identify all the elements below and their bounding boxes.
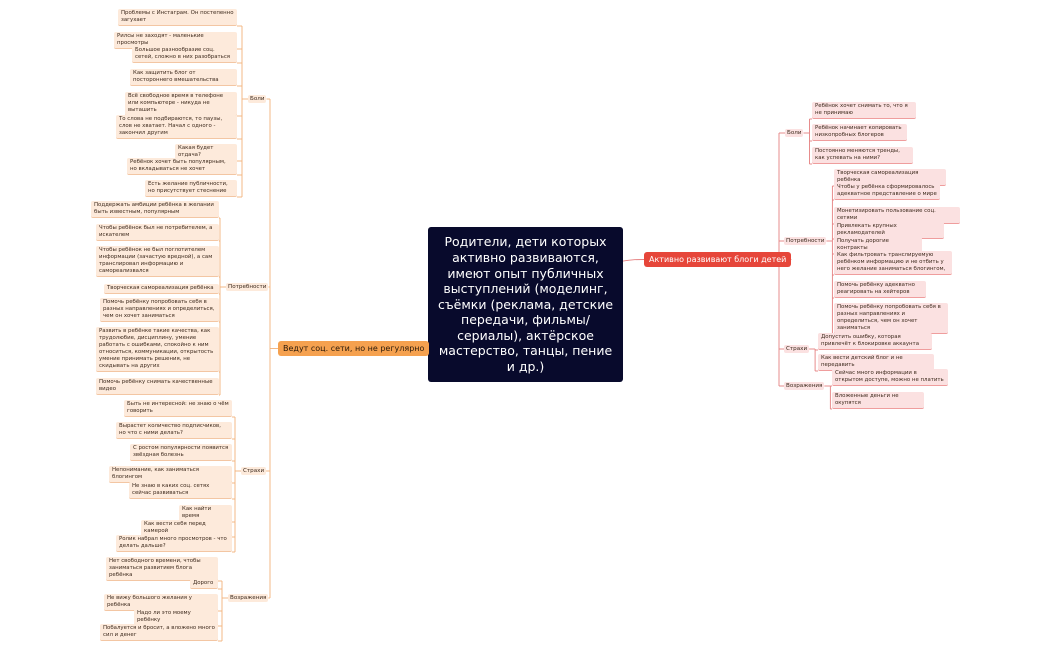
left-objections-item[interactable]: Нет свободного времени, чтобы заниматься… (106, 557, 218, 581)
right-pains-item[interactable]: Ребёнок начинает копировать низкопробных… (812, 124, 907, 141)
left-needs-item[interactable]: Помочь ребёнку попробовать себя в разных… (100, 298, 219, 322)
right-pains-item[interactable]: Ребёнок хочет снимать то, что я не прини… (812, 102, 916, 119)
left-needs-item[interactable]: Творческая самореализация ребёнка (104, 284, 219, 294)
left-pains-item[interactable]: Как защитить блог от постороннего вмешат… (130, 69, 237, 86)
branch-irregular-social[interactable]: Ведут соц. сети, но не регулярно (278, 341, 430, 356)
left-needs-item[interactable]: Помочь ребёнку снимать качественные виде… (96, 378, 219, 395)
left-pains-item[interactable]: Ребёнок хочет быть популярным, но вклады… (127, 158, 237, 175)
right-objections-item[interactable]: Сейчас много информации в открытом досту… (832, 369, 948, 386)
right-needs-item[interactable]: Помочь ребёнку попробовать себя в разных… (834, 303, 948, 334)
right-needs-item[interactable]: Помочь ребёнку адекватно реагировать на … (834, 281, 926, 298)
right-category-needs[interactable]: Потребности (784, 237, 827, 245)
root-node-label: Родители, дети которых активно развивают… (437, 234, 614, 375)
branch-active-blogs[interactable]: Активно развивают блоги детей (644, 252, 792, 267)
left-pains-item[interactable]: Большое разнообразие соц. сетей, сложно … (132, 46, 237, 63)
root-node[interactable]: Родители, дети которых активно развивают… (428, 227, 623, 382)
right-fears-item[interactable]: Допустить ошибку, которая привлечёт к бл… (818, 333, 932, 350)
left-fears-item[interactable]: Быть не интересной: не знаю о чём говори… (124, 400, 232, 417)
left-category-needs[interactable]: Потребности (226, 283, 269, 291)
left-category-fears[interactable]: Страхи (241, 467, 267, 475)
left-needs-item[interactable]: Чтобы ребёнок был не потребителем, а иск… (96, 224, 219, 241)
left-pains-item[interactable]: Есть желание публичности, но присутствуе… (145, 180, 237, 197)
left-category-objections[interactable]: Возражения (228, 594, 269, 602)
connector-line (622, 259, 645, 262)
left-fears-item[interactable]: Вырастет количество подписчиков, но что … (116, 422, 232, 439)
left-fears-item[interactable]: Ролик набрал много просмотров - что дела… (116, 535, 232, 552)
right-needs-item[interactable]: Как фильтровать транслируемую ребёнком и… (834, 251, 952, 275)
left-objections-item[interactable]: Побалуется и бросит, а вложено много сил… (100, 624, 218, 641)
left-fears-item[interactable]: Не знаю в каких соц. сетях сейчас развив… (129, 482, 232, 499)
right-objections-item[interactable]: Вложенные деньги не окупятся (832, 392, 924, 409)
left-objections-item[interactable]: Дорого (190, 579, 218, 589)
right-pains-item[interactable]: Постоянно меняются тренды, как успевать … (812, 147, 913, 164)
left-pains-item[interactable]: Всё свободное время в телефоне или компь… (125, 92, 237, 116)
right-category-fears[interactable]: Страхи (784, 345, 810, 353)
left-fears-item[interactable]: Непонимание, как заниматься блогингом (109, 466, 232, 483)
left-needs-item[interactable]: Развить в ребёнке такие качества, как тр… (96, 327, 219, 372)
left-fears-item[interactable]: С ростом популярности появится звёздная … (130, 444, 232, 461)
left-needs-item[interactable]: Поддержать амбиции ребёнка в желании быт… (91, 201, 219, 218)
left-category-pains[interactable]: Боли (248, 95, 267, 103)
left-pains-item[interactable]: То слова не подбираются, то паузы, слов … (116, 115, 237, 139)
right-category-pains[interactable]: Боли (785, 129, 804, 137)
right-category-objections[interactable]: Возражения (784, 382, 825, 390)
left-needs-item[interactable]: Чтобы ребёнок не был поглотителем информ… (96, 246, 219, 277)
left-pains-item[interactable]: Проблемы с Инстаграм. Он постепенно загу… (118, 9, 237, 26)
right-needs-item[interactable]: Чтобы у ребёнка сформировалось адекватно… (834, 183, 940, 200)
